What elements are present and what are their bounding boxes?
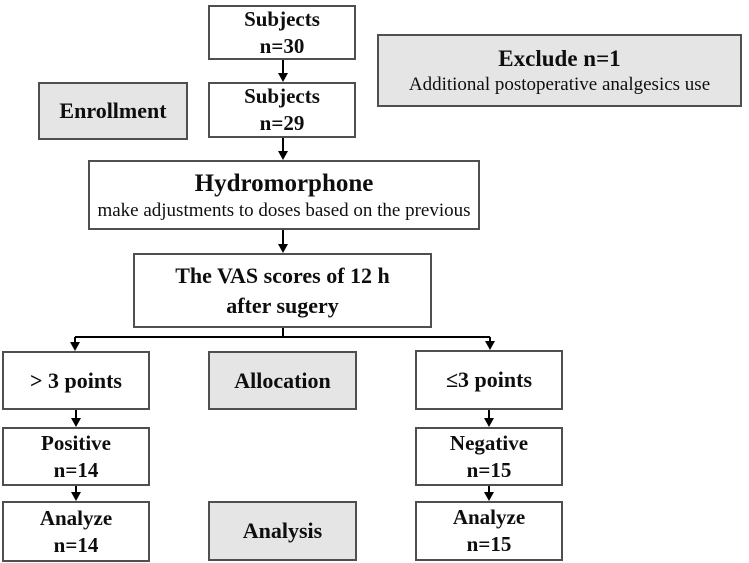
subjects-initial-box: Subjects n=30 — [208, 5, 356, 60]
subjects-initial-label: Subjects — [244, 6, 320, 31]
arrowhead-positive — [71, 418, 81, 427]
negative-count: n=15 — [466, 457, 512, 482]
analyze-right-box: Analyze n=15 — [415, 501, 563, 561]
enrollment-label: Enrollment — [59, 98, 167, 123]
analyze-right-label: Analyze — [452, 505, 526, 529]
arrowhead-vas — [278, 244, 288, 253]
analyze-left-label: Analyze — [39, 505, 113, 530]
assessment-line1: The VAS scores of 12 h — [175, 262, 390, 288]
exclude-reason: Additional postoperative analgesics use — [408, 74, 711, 95]
exclude-box: Exclude n=1 Additional postoperative ana… — [377, 34, 742, 107]
arrowhead-analyze-right — [484, 492, 494, 501]
allocation-stage-box: Allocation — [208, 351, 357, 410]
intervention-box: Hydromorphone make adjustments to doses … — [88, 160, 480, 230]
subjects-enrolled-box: Subjects n=29 — [208, 82, 356, 138]
arrowhead-gt3points — [70, 342, 80, 351]
positive-count: n=14 — [53, 457, 99, 482]
subjects-enrolled-label: Subjects — [244, 84, 320, 108]
branch-le3points-label: ≤3 points — [445, 367, 533, 392]
exclude-title: Exclude n=1 — [498, 46, 621, 71]
branch-gt3points-box: > 3 points — [2, 351, 150, 410]
analysis-stage-box: Analysis — [208, 501, 357, 561]
allocation-label: Allocation — [234, 367, 331, 393]
negative-label: Negative — [449, 430, 529, 455]
analyze-left-count: n=14 — [53, 532, 99, 557]
intervention-subtitle: make adjustments to doses based on the p… — [97, 199, 471, 221]
positive-label: Positive — [41, 430, 111, 455]
branch-le3points-box: ≤3 points — [415, 350, 563, 410]
enrollment-stage-box: Enrollment — [38, 82, 188, 140]
arrowhead-negative — [484, 418, 494, 427]
subjects-enrolled-count: n=29 — [259, 111, 305, 135]
analyze-right-count: n=15 — [466, 532, 512, 556]
analysis-label: Analysis — [242, 518, 323, 543]
negative-box: Negative n=15 — [415, 427, 563, 486]
arrowhead-analyze-left — [71, 492, 81, 501]
intervention-title: Hydromorphone — [194, 169, 374, 197]
arrowhead-subjects29 — [278, 73, 288, 82]
assessment-line2: after sugery — [226, 292, 339, 318]
branch-gt3points-label: > 3 points — [29, 367, 122, 393]
positive-box: Positive n=14 — [2, 427, 150, 486]
assessment-box: The VAS scores of 12 h after sugery — [133, 253, 432, 328]
arrowhead-le3points — [485, 341, 495, 350]
analyze-left-box: Analyze n=14 — [2, 501, 150, 562]
arrowhead-hydromorphone — [278, 151, 288, 160]
subjects-initial-count: n=30 — [259, 33, 305, 58]
